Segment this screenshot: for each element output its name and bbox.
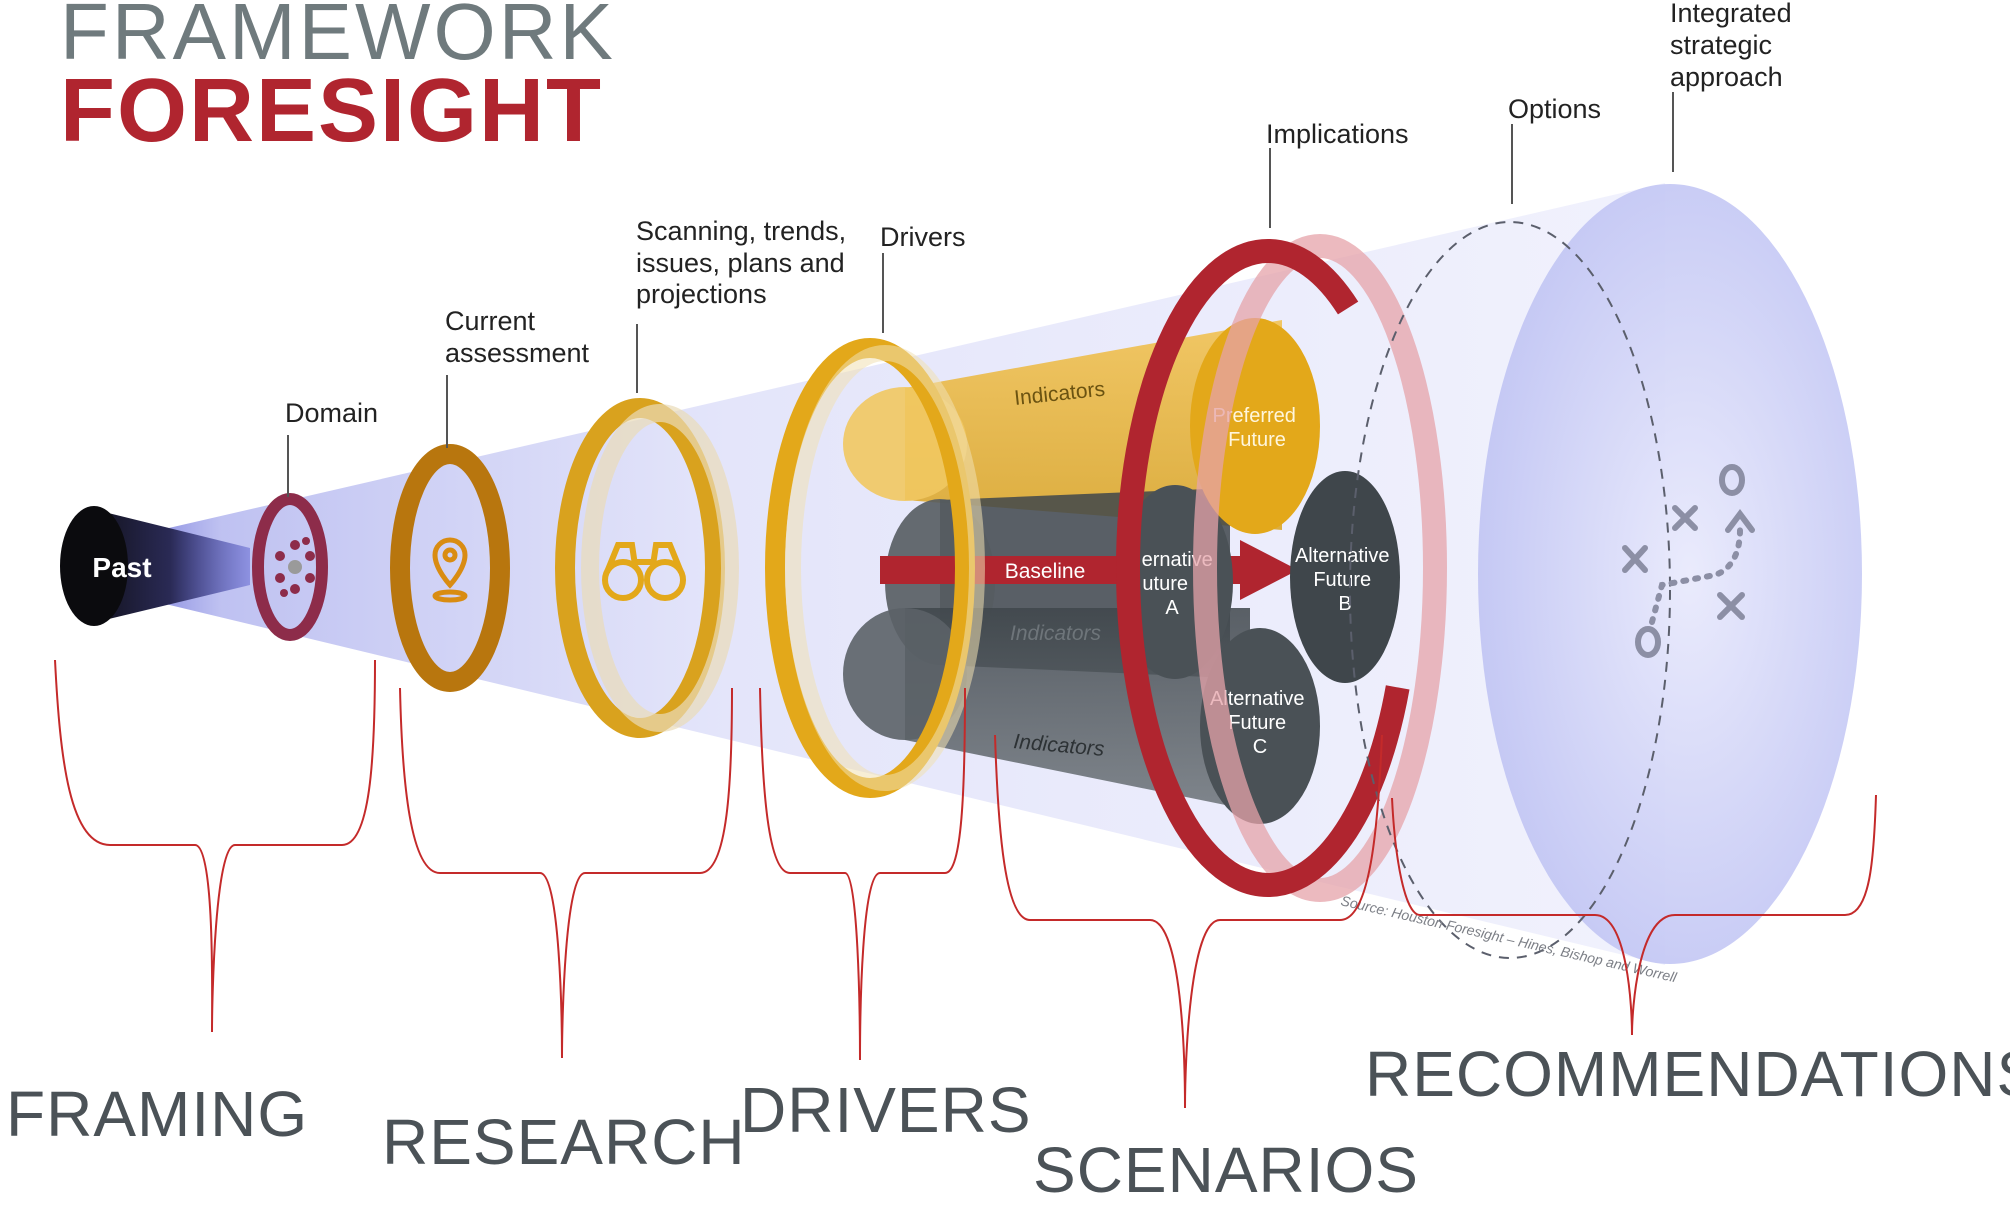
phase-framing: FRAMING: [6, 1078, 309, 1150]
implications-ring-back: [1193, 234, 1447, 902]
alternative-future-c-label: Alternative Future C: [1210, 688, 1310, 758]
scanning-ring: [555, 398, 725, 738]
baseline-arrow: [880, 540, 1298, 600]
strategy-play-icon: [1622, 464, 1755, 658]
drivers-ring-back: [785, 345, 985, 791]
recommendations-bracket: [1391, 794, 1877, 1036]
phase-recommendations: RECOMMENDATIONS: [1365, 1038, 2010, 1110]
options-dashed-ring: [1349, 221, 1671, 959]
research-bracket: [399, 687, 733, 1059]
scanning-label: Scanning, trends, issues, plans and proj…: [636, 216, 854, 309]
title-foresight: FORESIGHT: [60, 61, 604, 161]
integrated-label: Integrated strategic approach: [1670, 0, 1799, 92]
baseline-label: Baseline: [1005, 560, 1086, 583]
location-pin-icon: [432, 537, 468, 603]
current-assessment-label: Current assessment: [445, 306, 590, 368]
title-framework: FRAMEWORK: [60, 0, 616, 76]
past-cap: [60, 506, 128, 626]
implications-label: Implications: [1266, 119, 1409, 149]
implications-ring: [1116, 239, 1420, 897]
domain-ring: [252, 493, 328, 641]
cone-end-disc: [1478, 184, 1862, 964]
drivers-bracket: [759, 687, 966, 1061]
drivers-label: Drivers: [880, 222, 966, 252]
phase-scenarios: SCENARIOS: [1033, 1134, 1419, 1206]
domain-icon: [275, 537, 315, 597]
preferred-future-label: Preferred Future: [1213, 405, 1302, 451]
alternative-future-b-label: Alternative Future B: [1295, 545, 1395, 615]
alternative-future-b: [1290, 471, 1400, 683]
phase-drivers: DRIVERS: [740, 1074, 1032, 1146]
current-assessment-ring: [390, 444, 510, 692]
indicators-middle-label: Indicators: [1010, 622, 1102, 645]
past-label: Past: [92, 552, 151, 583]
phase-brackets: [54, 659, 1877, 1109]
binoculars-icon: [602, 542, 686, 601]
scanning-ring-back: [581, 404, 739, 732]
framing-bracket: [54, 659, 376, 1033]
indicators-top-cylinder: [905, 320, 1282, 530]
scenarios-bracket: [994, 734, 1383, 1109]
options-label: Options: [1508, 94, 1601, 124]
domain-label: Domain: [285, 398, 378, 428]
phase-research: RESEARCH: [382, 1106, 746, 1178]
